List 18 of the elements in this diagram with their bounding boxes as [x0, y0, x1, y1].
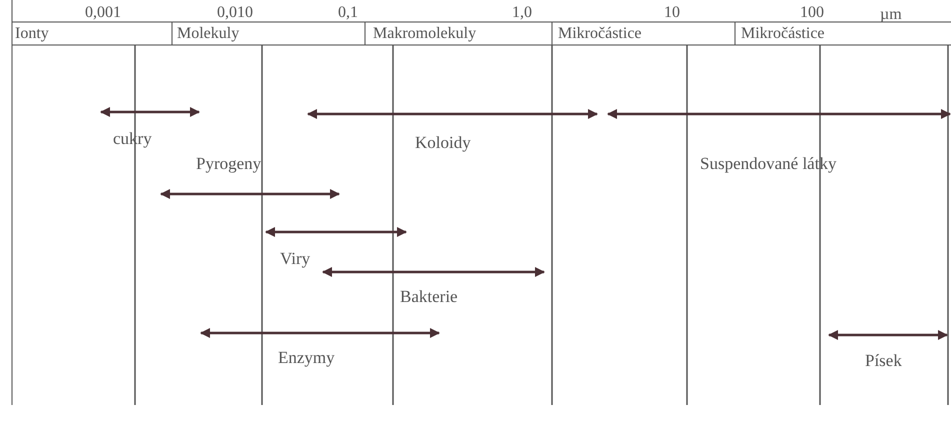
category-label: Mikročástice	[741, 26, 825, 42]
unit-label: µm	[880, 7, 902, 23]
range-label: Enzymy	[278, 349, 335, 366]
scale-value: 0,001	[85, 5, 121, 21]
scale-value: 100	[800, 5, 824, 21]
range-label: Koloidy	[415, 134, 471, 151]
category-label: Makromolekuly	[373, 26, 476, 42]
scale-value: 1,0	[512, 5, 532, 21]
category-label: Molekuly	[177, 26, 240, 42]
category-label: Ionty	[15, 26, 49, 42]
scale-value: 10	[664, 5, 680, 21]
range-label: Bakterie	[400, 288, 458, 305]
category-label: Mikročástice	[558, 26, 642, 42]
scale-value: 0,1	[338, 5, 358, 21]
range-label: Písek	[865, 352, 902, 369]
range-label: Pyrogeny	[196, 155, 262, 172]
range-label: Viry	[280, 250, 310, 267]
scale-value: 0,010	[217, 5, 253, 21]
